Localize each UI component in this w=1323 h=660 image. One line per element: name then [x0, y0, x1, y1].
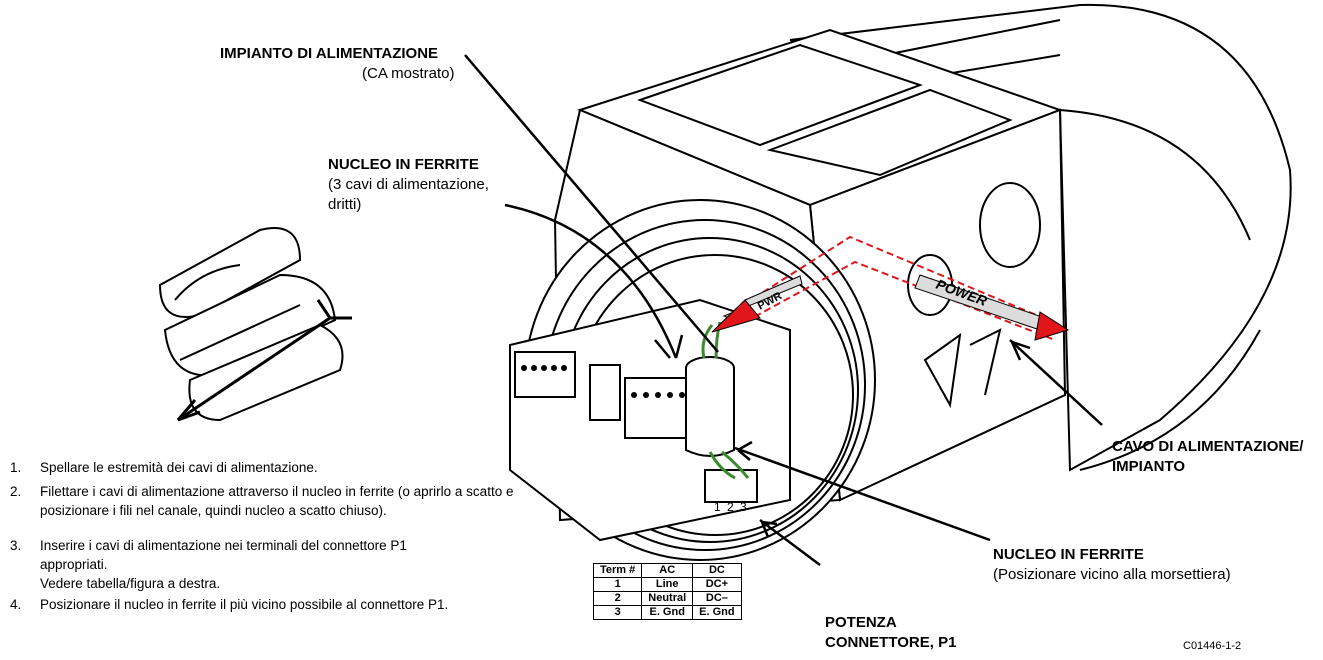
- step-number: 3.: [10, 538, 22, 553]
- cable-label-line-1: CAVO DI ALIMENTAZIONE/: [1112, 438, 1304, 455]
- table-cell: E. Gnd: [692, 605, 742, 620]
- table-cell: 2: [592, 591, 643, 606]
- pwr-arrow-icon: [711, 275, 803, 333]
- figure-code: C01446-1-2: [1183, 640, 1242, 652]
- table-header-row: Term # AC DC: [592, 563, 742, 578]
- power-plant-title: IMPIANTO DI ALIMENTAZIONE: [220, 45, 439, 62]
- step-2: 2. Filettare i cavi di alimentazione att…: [10, 482, 600, 520]
- step-4: 4. Posizionare il nucleo in ferrite il p…: [10, 595, 600, 614]
- ferrite-bottom-title: NUCLEO IN FERRITE: [993, 546, 1144, 563]
- step-number: 4.: [10, 597, 22, 612]
- power-arrow-icon: [914, 274, 1070, 341]
- ferrite-open-arrow-icon: [176, 299, 352, 422]
- table-cell: 3: [592, 605, 643, 620]
- table-header: DC: [692, 563, 742, 578]
- cable-label-line-2: IMPIANTO: [1112, 458, 1186, 475]
- power-plant-subtitle: (CA mostrato): [362, 65, 455, 82]
- terminal-number-1: 1: [714, 500, 721, 514]
- step-1: 1. Spellare le estremità dei cavi di ali…: [10, 458, 600, 477]
- table-cell: 1: [592, 577, 643, 592]
- terminal-number-3: 3: [740, 500, 747, 514]
- leader-lines: [464, 54, 1103, 566]
- step-text: Filettare i cavi di alimentazione attrav…: [40, 484, 514, 518]
- instruction-steps: 1. Spellare le estremità dei cavi di ali…: [10, 458, 600, 614]
- table-header: Term #: [592, 563, 643, 578]
- power-wires: [701, 321, 750, 480]
- step-text-2: Vedere tabella/figura a destra.: [40, 576, 221, 591]
- table-cell: Line: [641, 577, 694, 592]
- cable-path: [734, 235, 1061, 341]
- step-text: Inserire i cavi di alimentazione nei ter…: [40, 538, 407, 572]
- table-cell: Neutral: [641, 591, 694, 606]
- ferrite-top-subtitle-1: (3 cavi di alimentazione,: [328, 176, 489, 193]
- connector-label-line-1: POTENZA: [825, 614, 897, 631]
- ferrite-core-open-icon: [158, 227, 344, 422]
- terminal-screws: [521, 365, 685, 398]
- step-number: 2.: [10, 484, 22, 499]
- step-text: Spellare le estremità dei cavi di alimen…: [40, 460, 318, 475]
- enclosure-body: [509, 3, 1292, 561]
- terminal-table: Term # AC DC 1 Line DC+ 2 Neutral DC– 3 …: [592, 563, 742, 620]
- table-cell: DC–: [692, 591, 742, 606]
- table-cell: DC+: [692, 577, 742, 592]
- ferrite-bottom-subtitle: (Posizionare vicino alla morsettiera): [993, 566, 1231, 583]
- terminal-number-2: 2: [727, 500, 734, 514]
- connector-label-line-2: CONNETTORE, P1: [825, 634, 957, 651]
- table-row: 2 Neutral DC–: [592, 591, 742, 606]
- step-3: 3. Inserire i cavi di alimentazione nei …: [10, 536, 600, 593]
- step-text: Posizionare il nucleo in ferrite il più …: [40, 597, 449, 612]
- ferrite-top-title: NUCLEO IN FERRITE: [328, 156, 479, 173]
- table-header: AC: [641, 563, 694, 578]
- table-row: 1 Line DC+: [592, 577, 742, 592]
- table-cell: E. Gnd: [641, 605, 694, 620]
- table-row: 3 E. Gnd E. Gnd: [592, 605, 742, 620]
- step-number: 1.: [10, 460, 22, 475]
- ferrite-top-subtitle-2: dritti): [328, 196, 362, 213]
